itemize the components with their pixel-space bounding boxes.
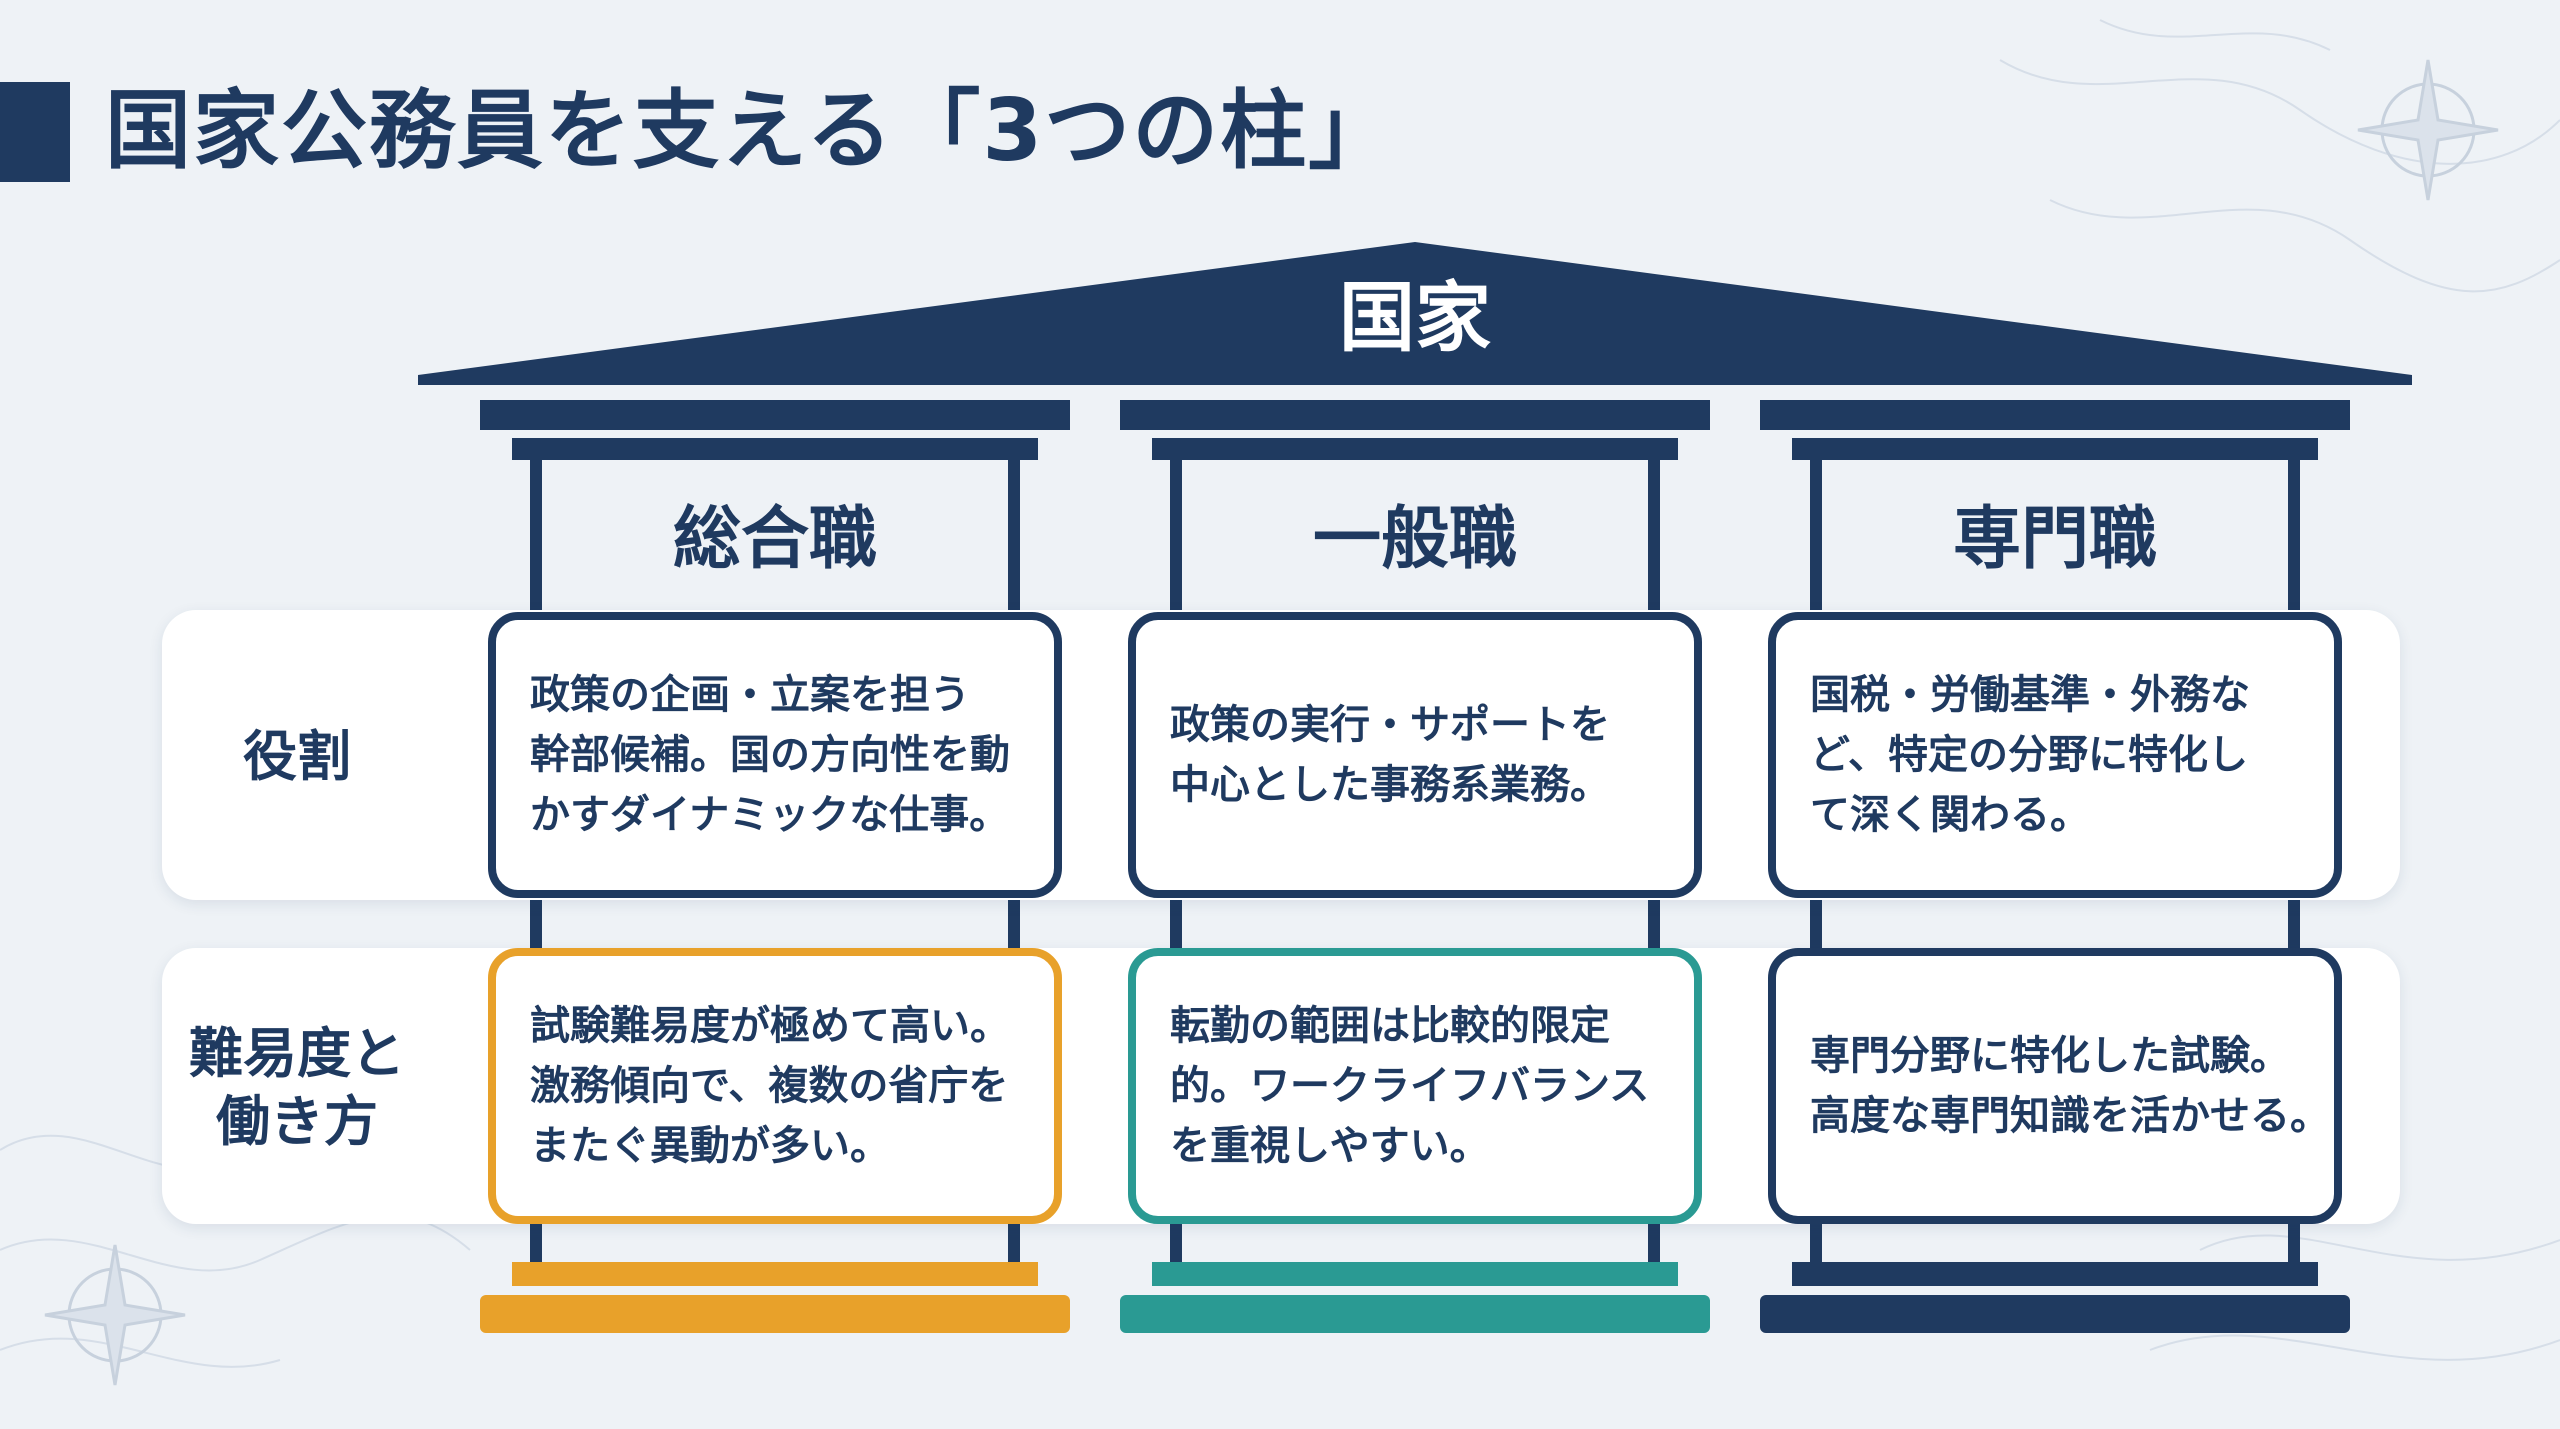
capital-lower xyxy=(1792,438,2318,460)
card-role-senmonshoku: 国税・労働基準・外務な ど、特定の分野に特化し て深く関わる。 xyxy=(1768,612,2342,898)
roof xyxy=(418,242,2412,385)
card-text-line: 中心とした事務系業務。 xyxy=(1170,762,1610,808)
card-text-line: 国税・労働基準・外務な xyxy=(1810,672,2250,718)
page-title: 国家公務員を支える「3つの柱」 xyxy=(105,81,1397,181)
base-lower xyxy=(1120,1295,1710,1333)
card-text-line: 高度な専門知識を活かせる。 xyxy=(1810,1093,2330,1139)
card-difficulty-senmonshoku: 専門分野に特化した試験。 高度な専門知識を活かせる。 xyxy=(1768,948,2342,1224)
base-upper xyxy=(1152,1262,1678,1286)
capital-top xyxy=(1760,400,2350,430)
base-upper xyxy=(1792,1262,2318,1286)
capital-top xyxy=(1120,400,1710,430)
card-text-line: 激務傾向で、複数の省庁を xyxy=(530,1063,1009,1109)
card-text-line: 専門分野に特化した試験。 xyxy=(1810,1033,2290,1079)
compass-rose-icon xyxy=(44,1244,186,1386)
card-role-sogoshoku: 政策の企画・立案を担う 幹部候補。国の方向性を動 かすダイナミックな仕事。 xyxy=(488,612,1062,898)
base-lower xyxy=(1760,1295,2350,1333)
card-difficulty-ippanshoku: 転勤の範囲は比較的限定 的。ワークライフバランス を重視しやすい。 xyxy=(1128,948,1702,1224)
card-text-line: ど、特定の分野に特化し xyxy=(1810,732,2248,778)
card-text-line: 幹部候補。国の方向性を動 xyxy=(530,732,1010,778)
card-role-ippanshoku: 政策の実行・サポートを 中心とした事務系業務。 xyxy=(1128,612,1702,898)
row-label-difficulty-line1: 難易度と xyxy=(189,1022,405,1085)
base-lower xyxy=(480,1295,1070,1333)
card-text-line: て深く関わる。 xyxy=(1810,792,2090,838)
card-text-line: かすダイナミックな仕事。 xyxy=(530,792,1010,838)
row-label-role: 役割 xyxy=(243,725,351,788)
card-text-line: 転勤の範囲は比較的限定 xyxy=(1170,1003,1610,1049)
roof-label: 国家 xyxy=(1339,273,1491,362)
base-upper xyxy=(512,1262,1038,1286)
card-text-line: を重視しやすい。 xyxy=(1170,1123,1490,1169)
title-accent-bar xyxy=(0,82,70,182)
row-label-difficulty-line2: 働き方 xyxy=(216,1090,378,1153)
card-text-line: またぐ異動が多い。 xyxy=(530,1123,890,1169)
compass-rose-icon xyxy=(2357,59,2499,201)
column-header-sogoshoku: 総合職 xyxy=(672,500,877,579)
column-header-senmonshoku: 専門職 xyxy=(1952,500,2157,579)
column-header-ippanshoku: 一般職 xyxy=(1312,500,1517,579)
capital-lower xyxy=(512,438,1038,460)
card-text-line: 政策の企画・立案を担う xyxy=(530,672,970,718)
card-text-line: 的。ワークライフバランス xyxy=(1170,1063,1650,1109)
card-difficulty-sogoshoku: 試験難易度が極めて高い。 激務傾向で、複数の省庁を またぐ異動が多い。 xyxy=(488,948,1062,1224)
capital-lower xyxy=(1152,438,1678,460)
card-text-line: 政策の実行・サポートを xyxy=(1170,702,1610,748)
card-text-line: 試験難易度が極めて高い。 xyxy=(530,1003,1010,1049)
capital-top xyxy=(480,400,1070,430)
